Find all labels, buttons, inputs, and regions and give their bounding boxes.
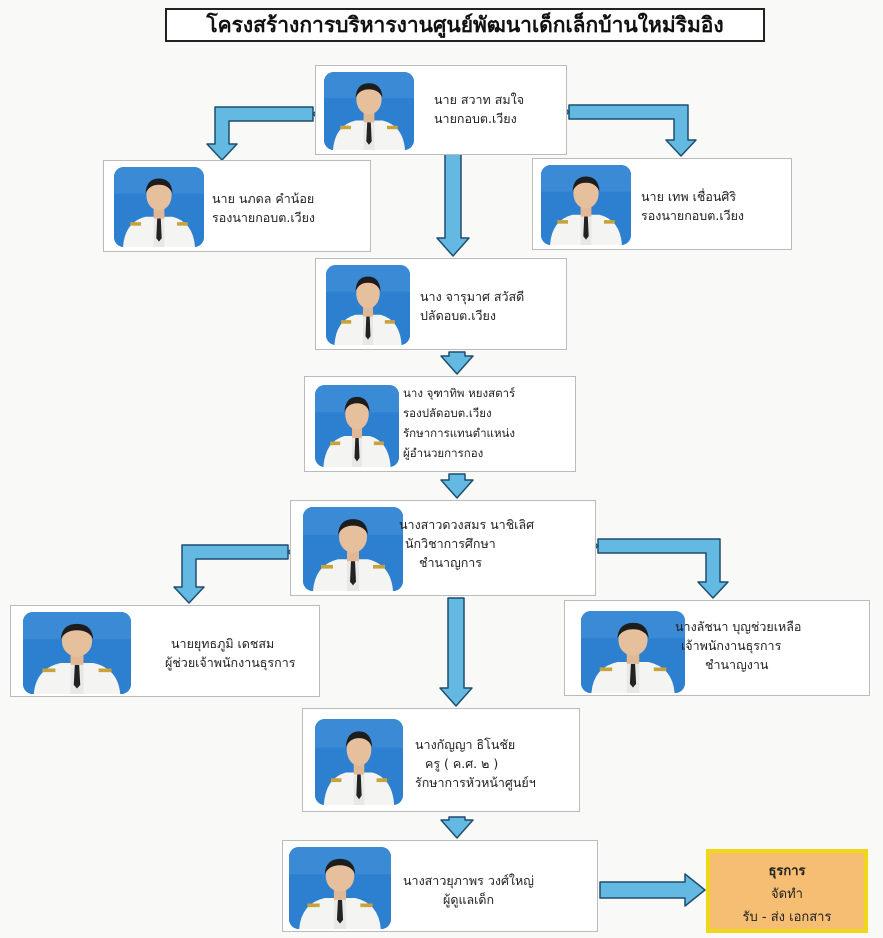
node-chief-administrator: นาง จารุมาศ สวัสดี ปลัดอบต.เวียง [315,258,567,350]
person-position: นายกอบต.เวียง [434,111,517,126]
person-photo [303,507,403,591]
person-name: นางกัญญา ธิโนชัย [415,737,516,752]
person-photo [23,612,131,694]
admin-duties-title: ธุรการ [768,864,806,879]
node-education-officer: นางสาวดวงสมร นาชิเลิศ นักวิชาการศึกษา ชำ… [290,500,596,596]
person-position: ครู ( ค.ศ. ๒ ) [425,756,499,771]
person-name: นางลัชนา บุญช่วยเหลือ [675,619,802,634]
arrow-to-teacher [439,597,473,707]
person-acting-role: รักษาการหัวหน้าศูนย์ฯ [415,775,536,790]
node-caregiver: นางสาวยุภาพร วงศ์ใหญ่ ผู้ดูแลเด็ก [282,840,598,932]
person-name: นาง จุฑาทิพ หยงสตาร์ [403,386,516,400]
arrow-to-admin-officer [597,538,729,599]
arrow-to-deputy-2 [568,104,697,157]
person-photo [324,72,414,150]
arrow-to-admin-assistant [173,544,289,604]
person-photo [315,385,399,467]
person-name: นาย นภดล คำน้อย [212,191,315,206]
person-photo [289,847,391,929]
arrow-to-education-officer [440,473,474,499]
person-position: นักวิชาการศึกษา [405,536,496,551]
person-name: นางสาวดวงสมร นาชิเลิศ [399,517,535,532]
person-level: ชำนาญการ [419,555,483,570]
person-position: รองนายกอบต.เวียง [641,208,745,223]
node-deputy-1: นาย นภดล คำน้อย รองนายกอบต.เวียง [103,160,371,252]
person-name: นายยุทธภูมิ เดชสม [171,636,275,651]
node-admin-officer: นางลัชนา บุญช่วยเหลือ เจ้าพนักงานธุรการ … [564,600,870,696]
arrow-to-administrator [436,151,470,257]
node-deputy-2: นาย เทพ เชื่อนศิริ รองนายกอบต.เวียง [532,158,792,250]
node-deputy-administrator: นาง จุฑาทิพ หยงสตาร์ รองปลัดอบต.เวียง รั… [304,376,576,472]
person-name: นาย สวาท สมใจ [434,92,525,107]
person-name: นางสาวยุภาพร วงศ์ใหญ่ [403,873,534,888]
arrow-to-admin-duties [599,873,706,907]
person-photo [541,165,631,245]
arrow-to-deputy-administrator [440,351,474,375]
person-level: ชำนาญงาน [705,657,769,672]
person-position: ผู้ดูแลเด็ก [443,892,495,907]
person-position: เจ้าพนักงานธุรการ [681,638,782,653]
person-photo [315,719,403,805]
person-acting-title: ผู้อำนวยการกอง [403,446,484,460]
person-photo [581,611,685,693]
person-photo [114,167,204,247]
person-position: รองนายกอบต.เวียง [212,210,316,225]
person-position: ผู้ช่วยเจ้าพนักงานธุรการ [165,655,296,670]
node-admin-assistant: นายยุทธภูมิ เดชสม ผู้ช่วยเจ้าพนักงานธุรก… [10,605,320,697]
admin-duties-box: ธุรการ จัดทำ รับ - ส่ง เอกสาร [706,849,868,933]
person-position: ปลัดอบต.เวียง [420,308,496,323]
person-name: นาง จารุมาศ สวัสดี [420,289,525,304]
admin-duties-line-1: จัดทำ [771,887,803,902]
person-name: นาย เทพ เชื่อนศิริ [641,189,737,204]
admin-duties-line-2: รับ - ส่ง เอกสาร [742,910,832,925]
arrow-to-caregiver [440,816,474,839]
node-teacher: นางกัญญา ธิโนชัย ครู ( ค.ศ. ๒ ) รักษาการ… [302,708,580,812]
person-position: รองปลัดอบต.เวียง [403,406,492,420]
arrow-to-deputy-1 [206,106,314,161]
node-chief-executive: นาย สวาท สมใจ นายกอบต.เวียง [315,65,567,155]
chart-title: โครงสร้างการบริหารงานศูนย์พัฒนาเด็กเล็กบ… [165,8,765,42]
person-acting-role: รักษาการแทนตำแหน่ง [403,426,516,440]
person-photo [326,265,410,345]
